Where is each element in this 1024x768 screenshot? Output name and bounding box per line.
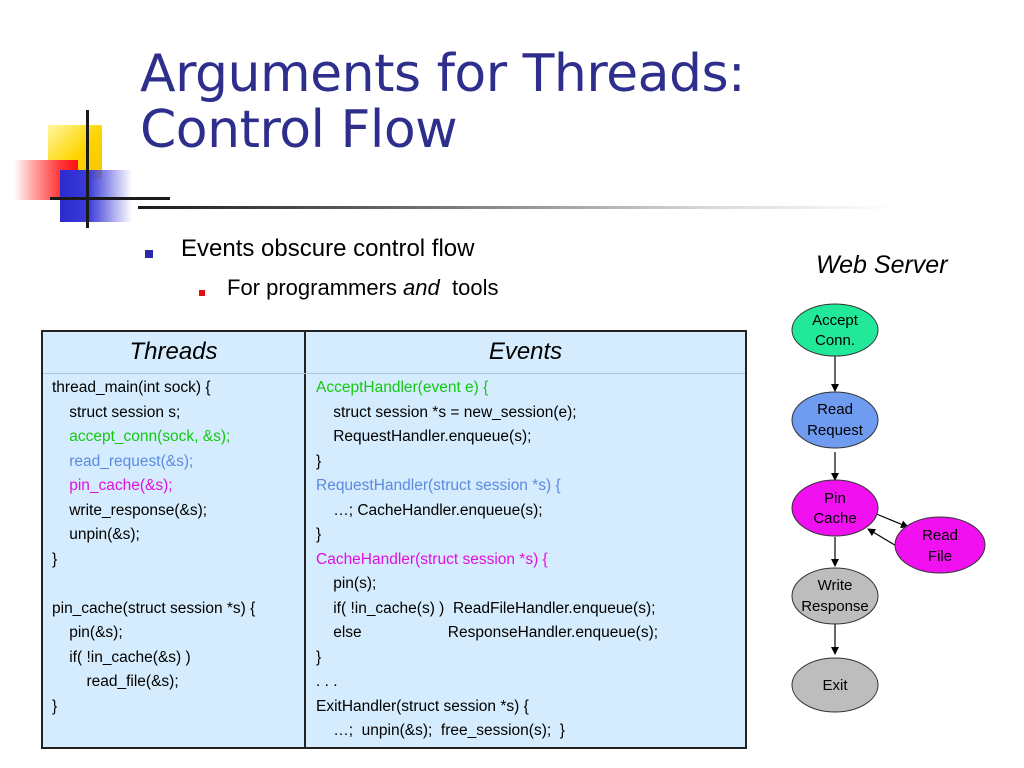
node-read-request: Read Request xyxy=(791,391,879,449)
node-write-line1: Write xyxy=(818,577,853,594)
logo-vertical-line xyxy=(86,110,89,228)
edge-pin-to-readfile xyxy=(873,512,909,529)
node-accept-shape xyxy=(791,303,879,357)
comparison-table xyxy=(41,330,747,749)
logo-blue-square xyxy=(60,170,132,222)
code-line xyxy=(52,572,300,597)
bullet-level2-suffix: tools xyxy=(439,275,499,300)
code-line: if( !in_cache(&s) ) xyxy=(52,648,191,666)
node-readfile-shape xyxy=(894,516,986,574)
code-line: pin(&s); xyxy=(52,624,123,641)
bullet-level1: Events obscure control flow xyxy=(181,235,475,262)
node-readfile-line1: Read xyxy=(922,527,958,544)
node-write-line2: Response xyxy=(801,598,869,615)
code-line: pin(s); xyxy=(316,575,377,592)
node-read-shape xyxy=(791,391,879,449)
code-line: RequestHandler.enqueue(s); xyxy=(316,428,532,445)
bullet-square-icon xyxy=(145,250,153,258)
code-line: . . . xyxy=(316,673,338,690)
slide-title: Arguments for Threads: Control Flow xyxy=(140,46,960,158)
node-read-line2: Request xyxy=(807,422,864,439)
node-pin-cache: Pin Cache xyxy=(791,479,879,537)
node-exit-line1: Exit xyxy=(822,677,848,694)
threads-code-block: thread_main(int sock) { struct session s… xyxy=(52,376,300,719)
code-line: struct session s; xyxy=(52,403,181,421)
code-line: accept_conn(sock, &s); xyxy=(52,428,231,445)
node-readfile-line2: File xyxy=(928,548,952,565)
code-line: } xyxy=(316,452,322,470)
code-line: read_request(&s); xyxy=(52,452,194,470)
code-line: unpin(&s); xyxy=(52,526,140,543)
code-line: write_response(&s); xyxy=(52,501,208,519)
edge-readfile-to-pin xyxy=(867,528,899,548)
logo-horizontal-line xyxy=(50,197,170,200)
events-code-block: AcceptHandler(event e) { struct session … xyxy=(316,376,741,744)
code-line: } xyxy=(52,550,58,568)
node-read-file: Read File xyxy=(894,516,986,574)
code-line: struct session *s = new_session(e); xyxy=(316,403,577,421)
code-line: else ResponseHandler.enqueue(s); xyxy=(316,624,659,641)
code-line: } xyxy=(316,648,322,666)
node-pin-line1: Pin xyxy=(824,490,846,507)
code-line: …; unpin(&s); free_session(s); } xyxy=(316,722,565,739)
code-line: if( !in_cache(s) ) ReadFileHandler.enque… xyxy=(316,599,656,617)
code-line: RequestHandler(struct session *s) { xyxy=(316,477,561,494)
node-exit: Exit xyxy=(791,657,879,713)
node-accept-conn: Accept Conn. xyxy=(791,303,879,357)
slide-title-line-1: Arguments for Threads: xyxy=(140,44,746,104)
bullet-level2-italic: and xyxy=(403,275,440,300)
code-line: thread_main(int sock) { xyxy=(52,379,211,396)
code-line: CacheHandler(struct session *s) { xyxy=(316,550,548,568)
code-line: …; CacheHandler.enqueue(s); xyxy=(316,501,543,519)
node-exit-shape xyxy=(791,657,879,713)
node-write-shape xyxy=(791,567,879,625)
code-line: } xyxy=(316,526,322,543)
table-header-rule xyxy=(43,373,745,374)
node-read-line1: Read xyxy=(817,401,853,418)
node-write-response: Write Response xyxy=(791,567,879,625)
node-accept-line2: Conn. xyxy=(815,332,855,349)
code-line: } xyxy=(52,697,58,715)
title-underline xyxy=(138,206,898,209)
code-line: pin_cache(&s); xyxy=(52,477,173,494)
node-pin-line2: Cache xyxy=(813,510,856,527)
web-server-flow-diagram: Accept Conn. Read Request Pin Cache Read… xyxy=(791,303,986,713)
code-line: pin_cache(struct session *s) { xyxy=(52,599,256,617)
slide-title-line-2: Control Flow xyxy=(140,100,458,160)
node-pin-shape xyxy=(791,479,879,537)
code-line: AcceptHandler(event e) { xyxy=(316,379,489,396)
table-column-divider xyxy=(304,330,306,749)
bullet-level2-prefix: For programmers xyxy=(227,275,404,300)
diagram-title: Web Server xyxy=(816,251,948,279)
node-accept-line1: Accept xyxy=(812,312,859,329)
sub-bullet-square-icon xyxy=(199,290,205,296)
code-line: read_file(&s); xyxy=(52,673,179,690)
table-header-events: Events xyxy=(488,338,563,365)
table-header-threads: Threads xyxy=(129,338,218,365)
bullet-level2: For programmers and tools xyxy=(227,274,498,302)
code-line: ExitHandler(struct session *s) { xyxy=(316,697,529,715)
